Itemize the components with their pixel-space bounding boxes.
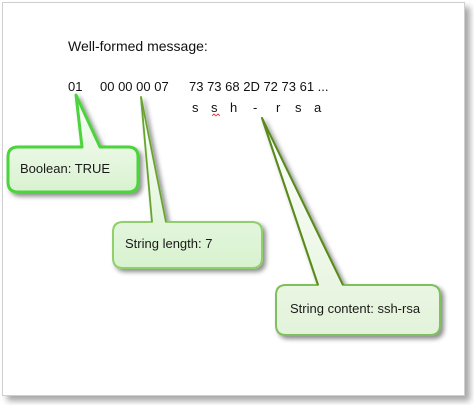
callout-boolean-label: Boolean: TRUE (20, 161, 111, 176)
callout-length-label: String length: 7 (125, 236, 213, 251)
ascii-char: - (253, 100, 258, 115)
ascii-char: s (192, 100, 199, 115)
ascii-char: s (211, 100, 218, 115)
callout-boolean (6, 93, 140, 194)
ascii-char: r (276, 100, 281, 115)
callout-content (261, 117, 441, 336)
byte-boolean: 01 (68, 79, 83, 94)
bytes-content: 73 73 68 2D 72 73 61 ... (189, 79, 329, 94)
bytes-length: 00 00 00 07 (100, 79, 169, 94)
spellcheck-underline (212, 113, 220, 117)
ascii-char: a (314, 100, 322, 115)
ascii-char: s (295, 100, 302, 115)
callout-content-label: String content: ssh-rsa (290, 301, 421, 316)
diagram-title: Well-formed message: (68, 38, 208, 54)
ascii-char: h (230, 100, 238, 115)
callout-length (112, 96, 263, 269)
